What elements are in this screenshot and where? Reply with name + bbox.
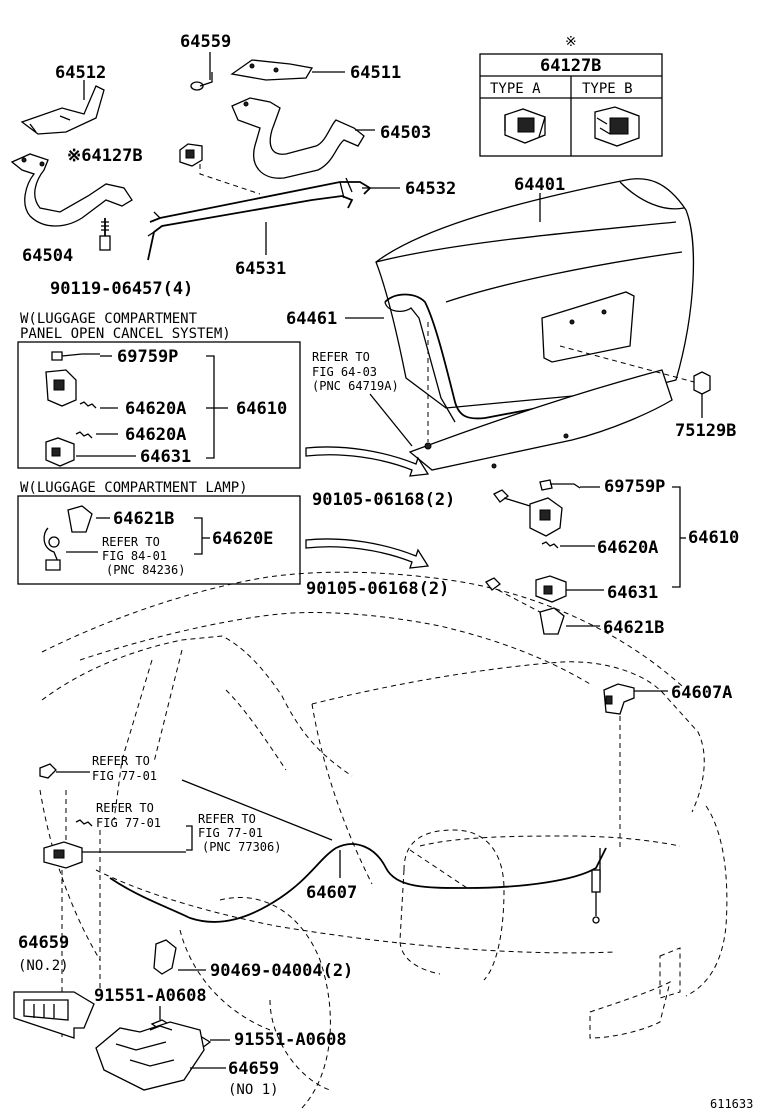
label-r-64620A: 64620A — [597, 538, 658, 558]
label-90119: 90119-06457(4) — [50, 279, 193, 299]
lock-assembly-64610 — [529, 479, 581, 549]
label-64503: 64503 — [380, 123, 431, 143]
label-64659-no1: 64659 — [228, 1059, 279, 1079]
label-64559: 64559 — [180, 32, 231, 52]
label-64532: 64532 — [405, 179, 456, 199]
arrow-1-icon — [305, 446, 430, 477]
label-91551-a: 91551-A0608 — [94, 986, 207, 1006]
refer-77-c-l2: FIG 77-01 — [198, 826, 263, 840]
box2-refer-l3: (PNC 84236) — [106, 563, 185, 577]
car-body-outline — [39, 571, 728, 1111]
label-64512: 64512 — [55, 63, 106, 83]
label-75129B: 75129B — [675, 421, 736, 441]
trunk-trim-panel — [408, 369, 673, 471]
box1-label-64620A-2: 64620A — [125, 425, 186, 445]
lock-cover-64631 — [535, 575, 567, 603]
hinge-bracket-64512 — [20, 80, 105, 135]
hinge-64503 — [231, 97, 365, 179]
torsion-bar-64532 — [149, 177, 372, 223]
box2-title: W(LUGGAGE COMPARTMENT LAMP) — [20, 480, 248, 496]
refer-77-c-l1: REFER TO — [198, 812, 256, 826]
box2-refer-l1: REFER TO — [102, 535, 160, 549]
box1-label-64610: 64610 — [236, 399, 287, 419]
label-64659-no2-sub: (NO.2) — [18, 958, 69, 974]
bolt-90105-2 — [485, 577, 541, 613]
box-panel-open-cancel: W(LUGGAGE COMPARTMENT PANEL OPEN CANCEL … — [17, 311, 301, 469]
box-luggage-lamp: W(LUGGAGE COMPARTMENT LAMP) 64621B REFER… — [17, 480, 301, 585]
bolt-90105-1 — [493, 489, 531, 507]
box2-label-64621B: 64621B — [113, 509, 174, 529]
label-64511: 64511 — [350, 63, 401, 83]
lever-part-b — [43, 841, 186, 869]
refer-64-03-l2: FIG 64-03 — [312, 365, 377, 379]
label-64607A: 64607A — [671, 683, 732, 703]
box1-label-69759P: 69759P — [117, 347, 178, 367]
box1-title-l1: W(LUGGAGE COMPARTMENT — [20, 311, 198, 327]
label-91551-b: 91551-A0608 — [234, 1030, 347, 1050]
weatherstrip-64461 — [384, 293, 666, 423]
box1-label-64631: 64631 — [140, 447, 191, 467]
type-table-col-a: TYPE A — [490, 81, 541, 97]
type-table-col-b: TYPE B — [582, 81, 633, 97]
label-90105-1: 90105-06168(2) — [312, 490, 455, 510]
hinge-64504 — [10, 153, 133, 227]
label-90469: 90469-04004(2) — [210, 961, 353, 981]
type-table: ※ 64127B TYPE A TYPE B — [479, 34, 663, 157]
box1-title-l2: PANEL OPEN CANCEL SYSTEM) — [20, 326, 231, 342]
opener-handle-64607A — [603, 683, 635, 715]
figure-id: 611633 — [710, 1097, 753, 1111]
refer-64-03-l1: REFER TO — [312, 350, 370, 364]
label-r-64631: 64631 — [607, 583, 658, 603]
hinge-bracket-64511 — [230, 59, 314, 81]
box2-label-64620E: 64620E — [212, 529, 273, 549]
bolt-90119 — [99, 218, 111, 251]
lamp-switch-64621B — [539, 607, 565, 635]
trunk-lid-64401 — [375, 178, 695, 409]
refer-77-a-l2: FIG 77-01 — [92, 769, 157, 783]
clip-64127B — [179, 143, 203, 167]
label-r-64621B: 64621B — [603, 618, 664, 638]
torsion-bar-64531 — [147, 195, 354, 261]
type-table-mark: ※ — [565, 34, 577, 50]
lever-part-a — [39, 763, 90, 779]
refer-64-03-l3: (PNC 64719A) — [312, 379, 399, 393]
box1-label-64620A-1: 64620A — [125, 399, 186, 419]
label-64659-no1-sub: (NO 1) — [228, 1082, 279, 1098]
refer-77-c-l3: (PNC 77306) — [202, 840, 281, 854]
label-64461: 64461 — [286, 309, 337, 329]
label-64607: 64607 — [306, 883, 357, 903]
arrow-2-icon — [305, 538, 430, 569]
refer-77-a-l1: REFER TO — [92, 754, 150, 768]
label-64127B: ※64127B — [67, 146, 143, 166]
label-r-69759P: 69759P — [604, 477, 665, 497]
clip-type-a-icon — [504, 108, 546, 144]
type-table-part: 64127B — [540, 56, 601, 76]
label-64659-no2: 64659 — [18, 933, 69, 953]
label-64531: 64531 — [235, 259, 286, 279]
opener-cable-64607 — [109, 843, 607, 924]
clip-75129B — [693, 371, 711, 395]
cover-64659-no1 — [95, 1021, 205, 1091]
cover-64659-no2 — [13, 991, 95, 1039]
bolt-64559 — [190, 52, 213, 91]
refer-77-b-l2: FIG 77-01 — [96, 816, 161, 830]
label-64504: 64504 — [22, 246, 73, 266]
refer-77-b-l1: REFER TO — [96, 801, 154, 815]
clip-90469 — [153, 939, 177, 975]
label-64401: 64401 — [514, 175, 565, 195]
box2-refer-l2: FIG 84-01 — [102, 549, 167, 563]
label-90105-2: 90105-06168(2) — [306, 579, 449, 599]
clip-type-b-icon — [594, 106, 640, 147]
label-r-64610: 64610 — [688, 528, 739, 548]
